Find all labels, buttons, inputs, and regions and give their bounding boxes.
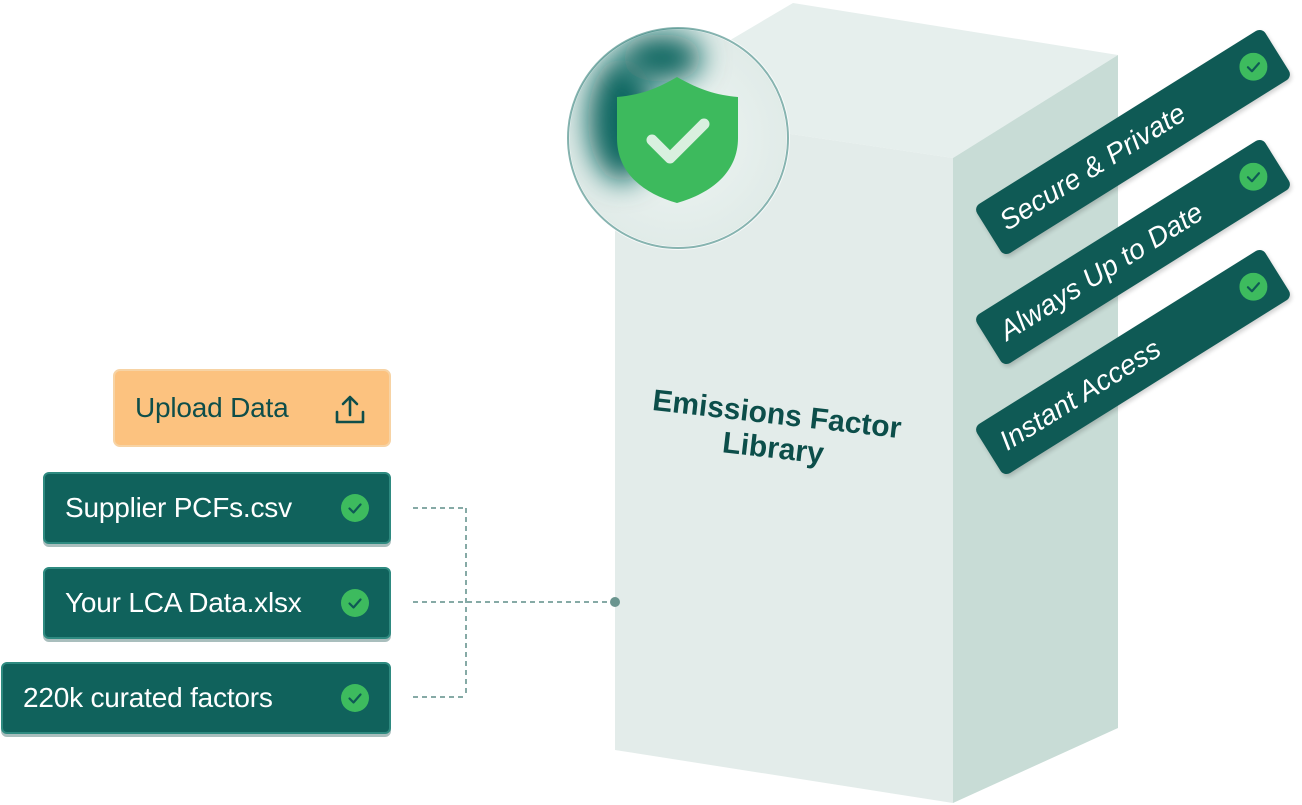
check-circle-icon — [1239, 272, 1268, 301]
check-circle-icon — [341, 494, 369, 522]
connector-lines — [413, 507, 614, 698]
check-circle-icon — [1239, 52, 1268, 81]
data-source-label: Supplier PCFs.csv — [65, 492, 292, 523]
upload-data-label: Upload Data — [135, 392, 289, 423]
data-source-lca-data[interactable]: Your LCA Data.xlsx — [43, 567, 391, 639]
data-source-supplier-pcfs[interactable]: Supplier PCFs.csv — [43, 472, 391, 544]
connector-dot — [610, 597, 620, 607]
feature-instant-access: Instant Access — [973, 247, 1293, 477]
upload-data-button[interactable]: Upload Data — [113, 369, 391, 447]
check-circle-icon — [1239, 162, 1268, 191]
shield-badge — [566, 26, 790, 250]
shield-check-icon — [617, 77, 738, 203]
feature-secure-private: Secure & Private — [973, 27, 1293, 257]
feature-always-up-to-date: Always Up to Date — [973, 137, 1293, 367]
data-source-label: 220k curated factors — [23, 682, 273, 713]
data-source-curated-factors[interactable]: 220k curated factors — [1, 662, 391, 734]
check-circle-icon — [341, 589, 369, 617]
data-source-label: Your LCA Data.xlsx — [65, 587, 302, 618]
library-box-front — [615, 108, 953, 803]
check-circle-icon — [341, 684, 369, 712]
upload-icon — [335, 395, 365, 424]
